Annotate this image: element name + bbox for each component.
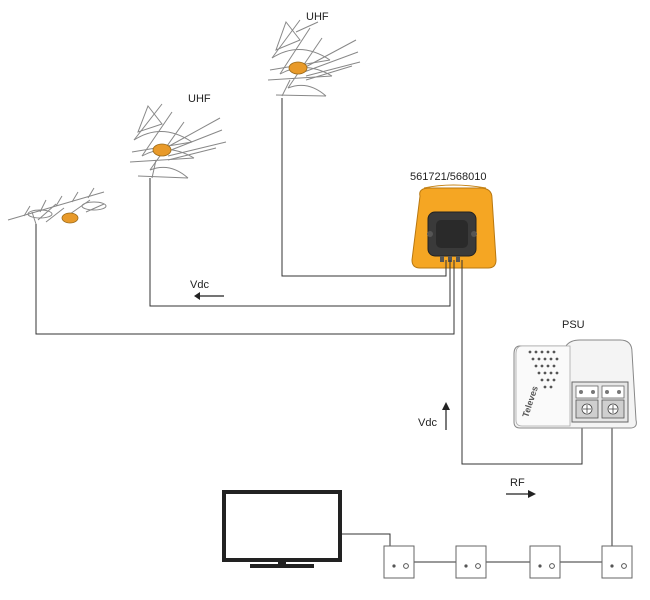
psu-icon: Televes [513, 339, 637, 429]
coax-wires [35, 98, 613, 563]
uhf-top-label: UHF [306, 11, 329, 23]
vdc-up-arrow-icon [442, 402, 450, 430]
uhf-antenna-top-icon [267, 19, 361, 97]
vdc-left-label: Vdc [190, 279, 209, 291]
wall-outlet-icon [601, 545, 633, 579]
rf-right-arrow-icon [506, 490, 536, 498]
wall-outlet-icon [455, 545, 487, 579]
vdc-left-arrow-icon [194, 292, 224, 300]
rf-label: RF [510, 477, 525, 489]
vdc-right-label: Vdc [418, 417, 437, 429]
amplifier-icon [411, 184, 497, 269]
uhf-antenna-middle-icon [129, 103, 227, 179]
amplifier-model-label: 561721/568010 [410, 171, 486, 183]
wall-outlet-icon [383, 545, 415, 579]
psu-label: PSU [562, 319, 585, 331]
tv-icon [222, 490, 342, 568]
wall-outlet-icon [529, 545, 561, 579]
uhf-middle-label: UHF [188, 93, 211, 105]
yagi-antenna-left-icon [7, 187, 107, 225]
